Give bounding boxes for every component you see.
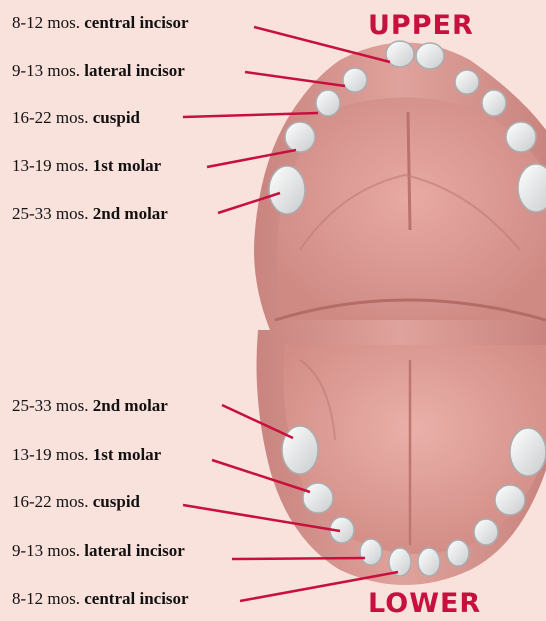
upper-1st-molar-left — [285, 122, 315, 152]
upper-palate — [277, 98, 546, 321]
upper-2nd-molar-left — [269, 166, 305, 214]
label-age: 25-33 mos. — [12, 396, 89, 415]
label-tooth: 1st molar — [93, 445, 161, 464]
label-tooth: cuspid — [93, 492, 140, 511]
lower-label-1st-molar: 13-19 mos. 1st molar — [12, 445, 161, 465]
label-age: 13-19 mos. — [12, 445, 89, 464]
upper-label-1st-molar: 13-19 mos. 1st molar — [12, 156, 161, 176]
lower-lateral-incisor-left — [360, 539, 382, 565]
label-age: 16-22 mos. — [12, 108, 89, 127]
lower-label-2nd-molar: 25-33 mos. 2nd molar — [12, 396, 168, 416]
lower-lateral-incisor-right — [447, 540, 469, 566]
lower-cuspid-right — [474, 519, 498, 545]
upper-cuspid-left — [316, 90, 340, 116]
upper-label-cuspid: 16-22 mos. cuspid — [12, 108, 140, 128]
label-tooth: 1st molar — [93, 156, 161, 175]
label-age: 16-22 mos. — [12, 492, 89, 511]
label-tooth: central incisor — [84, 589, 188, 608]
label-tooth: lateral incisor — [84, 541, 185, 560]
upper-lateral-incisor-left — [343, 68, 367, 92]
lower-1st-molar-right — [495, 485, 525, 515]
upper-label-central-incisor: 8-12 mos. central incisor — [12, 13, 189, 33]
lower-central-incisor-right — [418, 548, 440, 576]
label-age: 9-13 mos. — [12, 61, 80, 80]
upper-central-incisor-left — [386, 41, 414, 67]
lower-label-cuspid: 16-22 mos. cuspid — [12, 492, 140, 512]
label-tooth: central incisor — [84, 13, 188, 32]
lower-2nd-molar-left — [282, 426, 318, 474]
label-age: 25-33 mos. — [12, 204, 89, 223]
label-tooth: cuspid — [93, 108, 140, 127]
label-age: 9-13 mos. — [12, 541, 80, 560]
label-tooth: 2nd molar — [93, 204, 168, 223]
label-tooth: lateral incisor — [84, 61, 185, 80]
label-age: 8-12 mos. — [12, 13, 80, 32]
upper-lateral-incisor-right — [455, 70, 479, 94]
label-age: 8-12 mos. — [12, 589, 80, 608]
upper-cuspid-right — [482, 90, 506, 116]
lower-1st-molar-left — [303, 483, 333, 513]
upper-label-2nd-molar: 25-33 mos. 2nd molar — [12, 204, 168, 224]
leader-lower-lateral-incisor — [232, 558, 365, 559]
label-age: 13-19 mos. — [12, 156, 89, 175]
lower-label-lateral-incisor: 9-13 mos. lateral incisor — [12, 541, 185, 561]
lower-2nd-molar-right — [510, 428, 546, 476]
label-tooth: 2nd molar — [93, 396, 168, 415]
upper-central-incisor-right — [416, 43, 444, 69]
upper-title: UPPER — [368, 10, 474, 41]
palate-ridge — [408, 112, 410, 230]
upper-1st-molar-right — [506, 122, 536, 152]
lower-title: LOWER — [368, 588, 481, 619]
lower-label-central-incisor: 8-12 mos. central incisor — [12, 589, 189, 609]
upper-label-lateral-incisor: 9-13 mos. lateral incisor — [12, 61, 185, 81]
